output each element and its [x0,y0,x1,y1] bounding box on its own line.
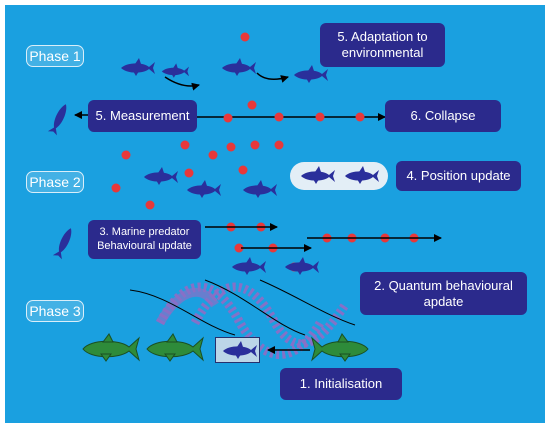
fish-icon [121,58,155,76]
fish-icon [311,333,369,362]
fish-icon [82,333,140,362]
quantum-line1: 2. Quantum behavioural [374,277,513,293]
measurement-step: 5. Measurement [88,100,197,132]
shark-icon [47,102,71,136]
fish-icon [285,257,319,275]
phase-2-label: Phase 2 [26,171,84,193]
fish-icon [294,65,328,83]
diagram-graphics [47,32,442,362]
shark-icon [52,226,76,260]
fish-icon [187,180,221,198]
collapse-step: 6. Collapse [385,100,501,132]
fish-icon [243,180,277,198]
diagram-canvas: Phase 1 Phase 2 Phase 3 5. Adaptation to… [5,5,545,423]
marine-predator-line1: 3. Marine predator [99,226,190,239]
adaptation-step: 5. Adaptation to environmental [320,23,445,67]
fish-icon [161,63,189,78]
fish-icon [232,257,266,275]
arrow-icon [164,76,200,91]
quantum-behavioural-step: 2. Quantum behavioural apdate [360,272,527,315]
position-update-fish-group [290,162,388,190]
initialisation-fish-box [215,337,260,363]
fish-icon [146,333,204,362]
quantum-line2: apdate [423,293,464,309]
phase-3-label: Phase 3 [26,300,84,322]
position-update-step: 4. Position update [396,161,521,191]
fish-icon [222,58,256,76]
fish-icon [144,167,178,185]
marine-predator-line2: Behavioural update [97,239,192,252]
phase-1-label: Phase 1 [26,45,84,67]
arrow-icon [256,72,289,83]
initialisation-step: 1. Initialisation [280,368,402,400]
marine-predator-step: 3. Marine predator Behavioural update [88,220,201,259]
